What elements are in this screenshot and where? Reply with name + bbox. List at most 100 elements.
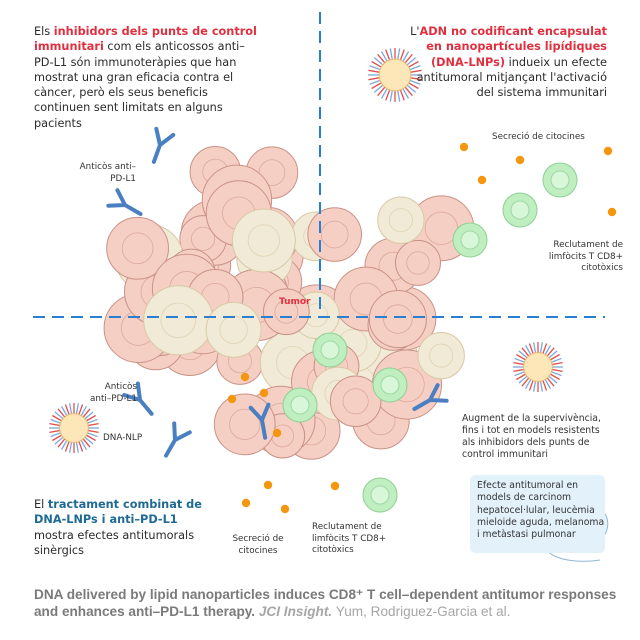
lnp-spike xyxy=(50,432,62,438)
lnp-spike xyxy=(86,432,98,438)
label-antibody-top: Anticòs anti–PD-L1 xyxy=(79,162,136,184)
tumor-cell xyxy=(307,207,362,262)
lnp-spike xyxy=(82,408,91,418)
lnp-spike xyxy=(514,357,526,363)
t-cell-nucleus xyxy=(370,485,390,505)
lnp-spike xyxy=(69,403,73,415)
label-cytokines-top: Secreció de citocines xyxy=(492,132,585,142)
lnp-spike xyxy=(52,434,63,442)
lnp-spike xyxy=(521,377,530,387)
lnp-spike xyxy=(84,436,94,445)
cytokine-dot xyxy=(515,155,525,165)
antibody-icon xyxy=(164,421,192,458)
lnp-spike xyxy=(64,404,70,416)
text-top-right: L'ADN no codificant encapsulat en nanopa… xyxy=(410,25,607,100)
quadrant-dividers xyxy=(33,12,605,318)
cytokine-dot xyxy=(603,146,613,156)
cytokine-dot xyxy=(272,428,282,438)
lnp-core xyxy=(523,352,553,382)
lnp-spike xyxy=(369,65,381,71)
lnp-spike xyxy=(533,342,537,354)
antibody-icon xyxy=(412,383,449,411)
tumor-cell xyxy=(205,301,262,358)
lnp-spike xyxy=(371,60,382,68)
lnp-spike xyxy=(69,441,73,453)
t-cell-nucleus xyxy=(380,375,400,395)
lnp-spike xyxy=(516,353,527,361)
tumor-label: Tumor xyxy=(279,297,311,307)
label-survival: Augment de la supervivència, fins i tot … xyxy=(462,413,601,460)
lnp-spike xyxy=(369,79,381,85)
lnp-spike xyxy=(539,342,543,354)
lnp-spike xyxy=(75,403,79,415)
antibody-shape xyxy=(151,126,176,164)
cytokine-dot xyxy=(241,498,251,508)
tumor-cell-nucleus xyxy=(383,304,413,334)
lnp-spike xyxy=(78,440,84,452)
antibody-icon xyxy=(248,402,271,440)
lnp-spike xyxy=(397,90,401,102)
cytokine-dot xyxy=(477,175,487,185)
tumor-cell-nucleus xyxy=(121,232,154,265)
lnp-spike xyxy=(80,406,88,417)
lnp-spike xyxy=(524,378,532,389)
lnp-spike xyxy=(544,378,552,389)
lnp-icon xyxy=(368,48,422,102)
antibody-shape xyxy=(122,381,154,416)
antibody-icon xyxy=(122,381,154,416)
lnp-icon xyxy=(49,403,99,453)
lnp-icon xyxy=(513,342,563,392)
lnp-spike xyxy=(49,423,61,427)
lnp-core xyxy=(59,413,89,443)
lnp-spike xyxy=(521,347,530,357)
lnp-spike xyxy=(84,411,94,420)
tumor-mass xyxy=(103,146,475,460)
lnp-spike xyxy=(542,379,548,391)
lnp-spike xyxy=(377,53,386,64)
lnp-spike xyxy=(524,345,532,356)
tumor-cell xyxy=(395,239,441,286)
lnp-spike xyxy=(514,371,526,377)
lnp-spike xyxy=(544,345,552,356)
antibody-shape xyxy=(106,188,143,216)
lnp-spike xyxy=(373,84,384,93)
cytokine-dots xyxy=(227,142,617,514)
lnp-spike xyxy=(518,375,528,384)
label-recruitment-bottom: Reclutament de limfòcits T CD8+ citotòxi… xyxy=(312,522,387,555)
lnp-spike xyxy=(85,434,96,442)
tumor-cell-nucleus xyxy=(160,302,196,339)
tumor-cell-nucleus xyxy=(406,251,430,275)
lnp-spike xyxy=(87,429,99,433)
t-cell-nucleus xyxy=(290,395,310,415)
cytokine-dot xyxy=(330,481,340,491)
lnp-spike xyxy=(409,79,421,85)
lnp-spike xyxy=(410,77,422,81)
tumor-cell-nucleus xyxy=(342,388,369,415)
lnp-spike xyxy=(389,48,393,60)
lnp-spike xyxy=(528,343,534,355)
lnp-spike xyxy=(548,350,558,359)
lnp-spike xyxy=(518,350,528,359)
tumor-cell-nucleus xyxy=(274,299,299,324)
lnp-spike xyxy=(64,440,70,452)
lnp-spike xyxy=(549,373,560,381)
tumor-cell xyxy=(213,393,276,456)
t-cell-nucleus xyxy=(320,340,340,360)
tumor-cell xyxy=(262,288,310,336)
lnp-spike xyxy=(389,90,393,102)
tumor-cell xyxy=(329,375,382,428)
lnp-spike xyxy=(75,441,79,453)
mouse-model-text: Efecte antitumoral en models de carcinom… xyxy=(477,480,605,541)
lnp-spike xyxy=(50,418,62,424)
lnp-spike xyxy=(533,380,537,392)
lnp-spike xyxy=(54,436,64,445)
tumor-cell-nucleus xyxy=(229,408,261,440)
mouse-model-box xyxy=(470,475,605,553)
t-cell-nucleus xyxy=(510,200,530,220)
text-bottom-left: El tractament combinat de DNA-LNPs i ant… xyxy=(34,498,202,557)
lnp-spike xyxy=(550,371,562,377)
lnp-spike xyxy=(406,84,417,93)
lnp-spike xyxy=(52,414,63,422)
lnp-spike xyxy=(60,406,68,417)
